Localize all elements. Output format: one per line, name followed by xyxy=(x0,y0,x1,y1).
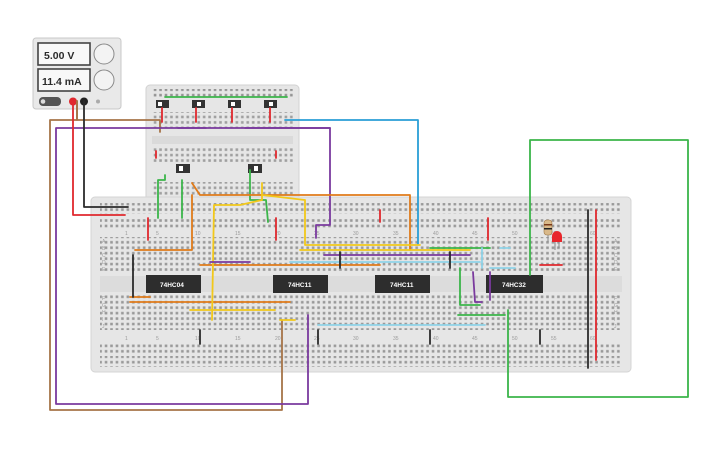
current-readout: 11.4 mA xyxy=(42,76,82,88)
col-number: 35 xyxy=(393,231,399,237)
col-number: 25 xyxy=(314,336,320,342)
current-knob[interactable] xyxy=(93,69,115,91)
col-number: 15 xyxy=(235,336,241,342)
row-letter: G xyxy=(102,303,106,309)
wire-purple-loop[interactable] xyxy=(55,127,331,405)
row-letter: E xyxy=(102,267,106,273)
row-letter: I xyxy=(102,317,103,323)
col-number: 45 xyxy=(472,336,478,342)
col-number: 50 xyxy=(512,231,518,237)
col-number: 5 xyxy=(156,336,159,342)
row-letter: J xyxy=(102,324,105,330)
col-number: 40 xyxy=(433,231,439,237)
wire-black-supply[interactable] xyxy=(83,100,129,208)
col-number: 30 xyxy=(353,336,359,342)
row-letter: I xyxy=(614,317,615,323)
row-letter: C xyxy=(614,253,618,259)
col-number: 15 xyxy=(235,231,241,237)
col-number: 45 xyxy=(472,231,478,237)
voltage-knob[interactable] xyxy=(93,43,115,65)
chip-74hc11-b[interactable]: 74HC11 xyxy=(375,275,430,293)
row-letter: C xyxy=(102,253,106,259)
col-number: 1 xyxy=(125,231,128,237)
wire-red-supply[interactable] xyxy=(72,100,126,216)
chip-label: 74HC04 xyxy=(160,282,184,289)
row-letter: H xyxy=(102,310,106,316)
col-number: 20 xyxy=(275,336,281,342)
chip-label: 74HC11 xyxy=(288,282,312,289)
row-letter: J xyxy=(614,324,617,330)
col-number: 60 xyxy=(590,336,596,342)
col-number: 5 xyxy=(156,231,159,237)
row-letter: B xyxy=(102,246,106,252)
chip-74hc32[interactable]: 74HC32 xyxy=(486,275,543,293)
row-letter: F xyxy=(614,296,617,302)
col-number: 40 xyxy=(433,336,439,342)
dip-switch-1[interactable] xyxy=(156,100,169,108)
wires[interactable] xyxy=(49,96,689,411)
chip-label: 74HC11 xyxy=(390,282,414,289)
chip-label: 74HC32 xyxy=(502,282,526,289)
col-number: 30 xyxy=(353,231,359,237)
row-letter: B xyxy=(614,246,618,252)
wire-orange[interactable] xyxy=(191,182,411,251)
col-number: 1 xyxy=(125,336,128,342)
current-display xyxy=(37,68,91,92)
col-number: 10 xyxy=(195,336,201,342)
col-number: 60 xyxy=(590,231,596,237)
power-switch[interactable] xyxy=(39,97,61,106)
voltage-display xyxy=(37,42,91,66)
power-switch-indicator-icon xyxy=(40,99,46,104)
row-letter: D xyxy=(102,260,106,266)
led[interactable] xyxy=(543,219,562,250)
col-number: 50 xyxy=(512,336,518,342)
col-number: 20 xyxy=(275,231,281,237)
row-letter: A xyxy=(102,239,106,245)
ground-terminal[interactable] xyxy=(96,99,100,104)
chip-74hc11-a[interactable]: 74HC11 xyxy=(273,275,328,293)
row-letter: H xyxy=(614,310,618,316)
row-letter: D xyxy=(614,260,618,266)
wire-blue[interactable] xyxy=(284,119,419,245)
resistor[interactable] xyxy=(543,219,553,236)
col-number: 35 xyxy=(393,336,399,342)
row-letter: F xyxy=(102,296,105,302)
voltage-readout: 5.00 V xyxy=(44,50,74,62)
power-supply[interactable]: 5.00 V 11.4 mA xyxy=(32,37,122,110)
col-number: 10 xyxy=(195,231,201,237)
chip-74hc04[interactable]: 74HC04 xyxy=(146,275,201,293)
row-letter: G xyxy=(614,303,618,309)
main-breadboard[interactable]: 1 5 10 15 20 25 30 35 40 45 50 55 60 1 5… xyxy=(90,196,632,373)
col-number: 55 xyxy=(551,336,557,342)
small-breadboard[interactable] xyxy=(145,84,300,208)
wire-green-loop[interactable] xyxy=(507,139,689,398)
row-letter: A xyxy=(614,239,618,245)
row-letter: E xyxy=(614,267,618,273)
